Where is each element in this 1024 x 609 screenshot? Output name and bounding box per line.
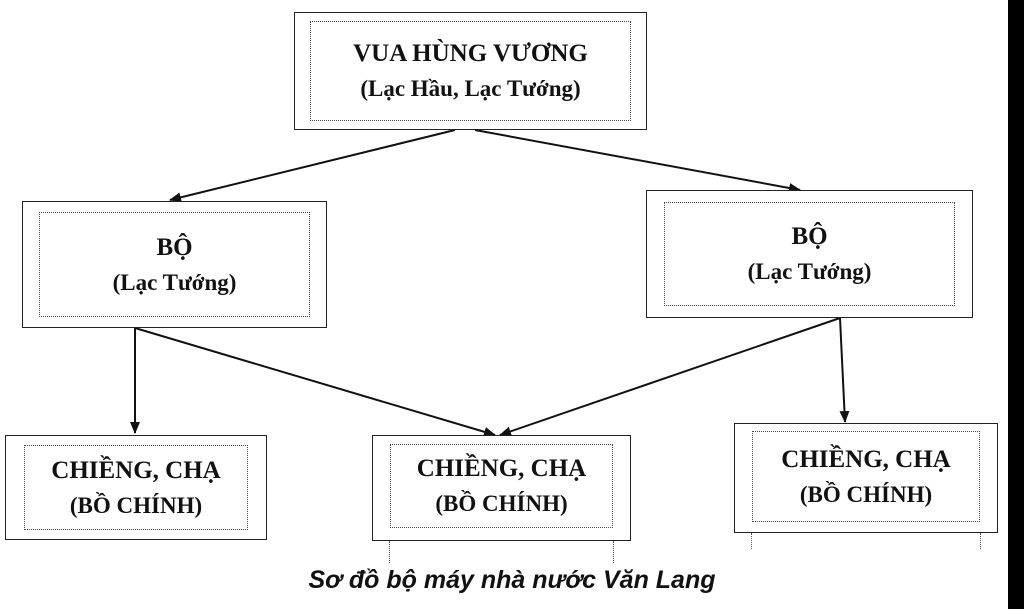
arrow-root-to-bo-left	[169, 129, 456, 203]
node-title: VUA HÙNG VƯƠNG	[353, 40, 588, 67]
node-title: BỘ	[156, 233, 193, 261]
node-title: CHIỀNG, CHẠ	[51, 456, 221, 484]
node-chieng-middle: CHIỀNG, CHẠ (BỒ CHÍNH)	[372, 435, 631, 541]
arrow-root-to-bo-right	[474, 129, 801, 193]
node-title: CHIỀNG, CHẠ	[416, 455, 587, 482]
node-chieng-left: CHIỀNG, CHẠ (BỒ CHÍNH)	[5, 435, 267, 540]
node-bo-left: BỘ (Lạc Tướng)	[22, 201, 327, 328]
node-subtitle: (Lạc Tướng)	[747, 259, 872, 285]
node-vua-hung-vuong-inner: VUA HÙNG VƯƠNG (Lạc Hầu, Lạc Tướng)	[310, 21, 631, 121]
node-subtitle: (BỒ CHÍNH)	[435, 491, 568, 517]
arrow-bo-right-to-chieng-right	[839, 317, 850, 423]
node-subtitle: (Lạc Hầu, Lạc Tướng)	[360, 76, 581, 102]
node-subtitle: (BỒ CHÍNH)	[799, 481, 933, 507]
arrow-bo-right-to-chieng-middle	[499, 317, 841, 437]
dotted-extension-middle	[389, 541, 614, 563]
diagram-caption: Sơ đồ bộ máy nhà nước Văn Lang	[308, 566, 716, 594]
right-edge-bar	[1008, 0, 1024, 609]
node-subtitle: (Lạc Tướng)	[112, 269, 237, 295]
dotted-extension-right	[751, 533, 981, 549]
node-chieng-right-inner: CHIỀNG, CHẠ (BỒ CHÍNH)	[752, 431, 980, 522]
arrow-bo-left-to-chieng-middle	[134, 327, 496, 437]
node-bo-left-inner: BỘ (Lạc Tướng)	[39, 212, 310, 317]
node-bo-right-inner: BỘ (Lạc Tướng)	[664, 202, 955, 306]
node-chieng-left-inner: CHIỀNG, CHẠ (BỒ CHÍNH)	[24, 445, 248, 530]
node-chieng-right: CHIỀNG, CHẠ (BỒ CHÍNH)	[734, 423, 998, 533]
node-title: BỘ	[791, 223, 828, 250]
node-title: CHIỀNG, CHẠ	[781, 445, 951, 473]
node-vua-hung-vuong: VUA HÙNG VƯƠNG (Lạc Hầu, Lạc Tướng)	[294, 12, 647, 130]
node-chieng-middle-inner: CHIỀNG, CHẠ (BỒ CHÍNH)	[390, 444, 613, 528]
node-subtitle: (BỒ CHÍNH)	[69, 492, 203, 518]
node-bo-right: BỘ (Lạc Tướng)	[646, 190, 973, 318]
